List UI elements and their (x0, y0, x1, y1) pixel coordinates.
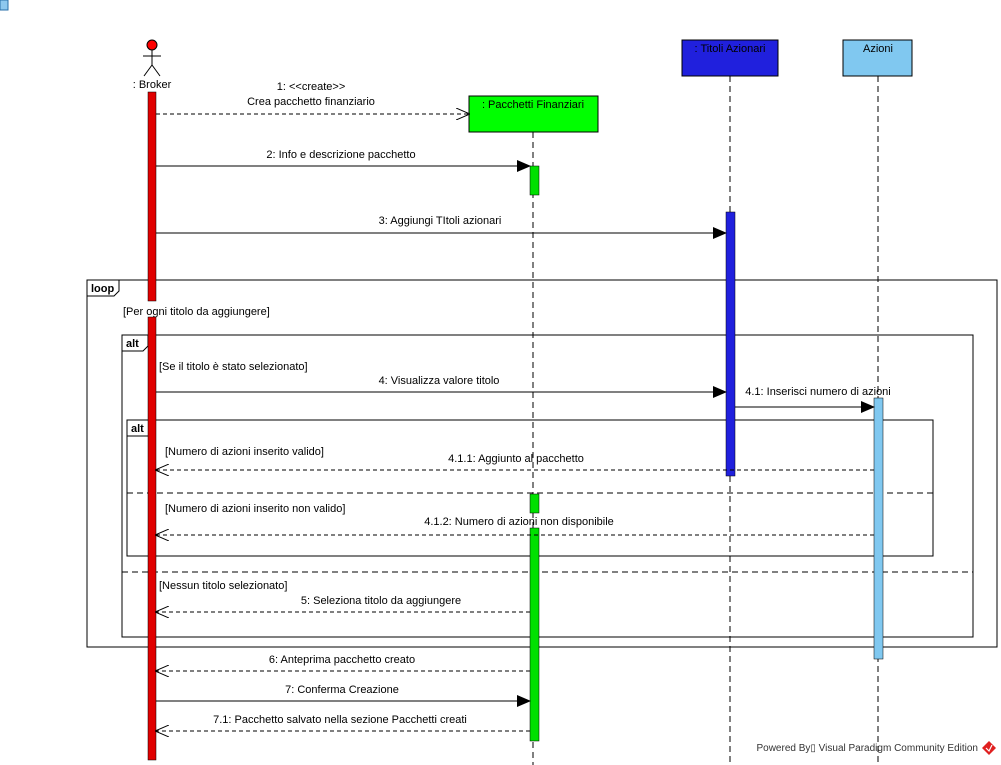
alt-outer-fragment[interactable]: alt [Se il titolo è stato selezionato] [… (121, 334, 974, 638)
message-5-label: 5: Seleziona titolo da aggiungere (301, 595, 461, 607)
loop-guard: [Per ogni titolo da aggiungere] (123, 306, 270, 318)
alt-outer-guard-2: [Nessun titolo selezionato] (159, 580, 287, 592)
alt-outer-guard-1: [Se il titolo è stato selezionato] (159, 361, 308, 373)
azioni-activation[interactable] (873, 397, 884, 660)
selection-marker (0, 0, 9, 11)
titoli-object[interactable]: : Titoli Azionari (681, 39, 779, 77)
message-5[interactable]: 5: Seleziona titolo da aggiungere (156, 595, 530, 612)
message-4-1-1-label: 4.1.1: Aggiunto al pacchetto (448, 453, 584, 465)
message-1-label-line2: Crea pacchetto finanziario (247, 96, 375, 108)
pacchetti-activation-2[interactable] (529, 493, 540, 514)
message-4-1-label: 4.1: Inserisci numero di azioni (745, 386, 891, 398)
broker-activation-1[interactable] (147, 91, 157, 302)
message-4-1[interactable]: 4.1: Inserisci numero di azioni (735, 386, 891, 413)
pacchetti-object[interactable]: : Pacchetti Finanziari (468, 95, 599, 133)
message-7[interactable]: 7: Conferma Creazione (156, 684, 531, 707)
message-7-1-label: 7.1: Pacchetto salvato nella sezione Pac… (213, 714, 467, 726)
message-7-1[interactable]: 7.1: Pacchetto salvato nella sezione Pac… (156, 714, 530, 731)
message-4-1-2[interactable]: 4.1.2: Numero di azioni non disponibile (156, 516, 874, 535)
message-3-label: 3: Aggiungi TItoli azionari (379, 215, 502, 227)
alt-inner-guard-2: [Numero di azioni inserito non valido] (165, 503, 345, 515)
alt-inner-guard-1: [Numero di azioni inserito valido] (165, 446, 324, 458)
footer-watermark: Powered By▯ Visual Paradigm Community Ed… (756, 741, 996, 755)
broker-actor[interactable]: : Broker (133, 39, 172, 91)
actor-icon (143, 39, 161, 77)
titoli-label: : Titoli Azionari (695, 43, 766, 55)
alt-inner-tag: alt (131, 423, 144, 435)
message-4-1-1[interactable]: 4.1.1: Aggiunto al pacchetto (156, 453, 874, 470)
broker-activation-2[interactable] (147, 316, 157, 761)
message-2[interactable]: 2: Info e descrizione pacchetto (156, 149, 531, 172)
footer-text: Powered By▯ Visual Paradigm Community Ed… (756, 743, 978, 754)
message-7-label: 7: Conferma Creazione (285, 684, 399, 696)
pacchetti-activation-1[interactable] (529, 165, 540, 196)
message-4-label: 4: Visualizza valore titolo (379, 375, 500, 387)
message-2-label: 2: Info e descrizione pacchetto (266, 149, 415, 161)
message-1-label-line1: 1: <<create>> (277, 81, 346, 93)
message-4-1-2-label: 4.1.2: Numero di azioni non disponibile (424, 516, 614, 528)
loop-fragment[interactable]: loop [Per ogni titolo da aggiungere] (86, 279, 998, 648)
message-6-label: 6: Anteprima pacchetto creato (269, 654, 415, 666)
pacchetti-activation-3[interactable] (529, 527, 540, 742)
azioni-label: Azioni (863, 43, 893, 55)
azioni-object[interactable]: Azioni (842, 39, 913, 77)
titoli-activation[interactable] (725, 211, 736, 477)
message-3[interactable]: 3: Aggiungi TItoli azionari (156, 215, 727, 239)
broker-label: : Broker (133, 79, 172, 91)
pacchetti-label: : Pacchetti Finanziari (482, 99, 584, 111)
loop-tag: loop (91, 283, 114, 295)
message-4[interactable]: 4: Visualizza valore titolo (156, 375, 727, 398)
message-1-create[interactable]: 1: <<create>> Crea pacchetto finanziario (156, 81, 469, 114)
visual-paradigm-logo-icon (982, 741, 996, 755)
message-6[interactable]: 6: Anteprima pacchetto creato (156, 654, 530, 671)
alt-outer-tag: alt (126, 338, 139, 350)
